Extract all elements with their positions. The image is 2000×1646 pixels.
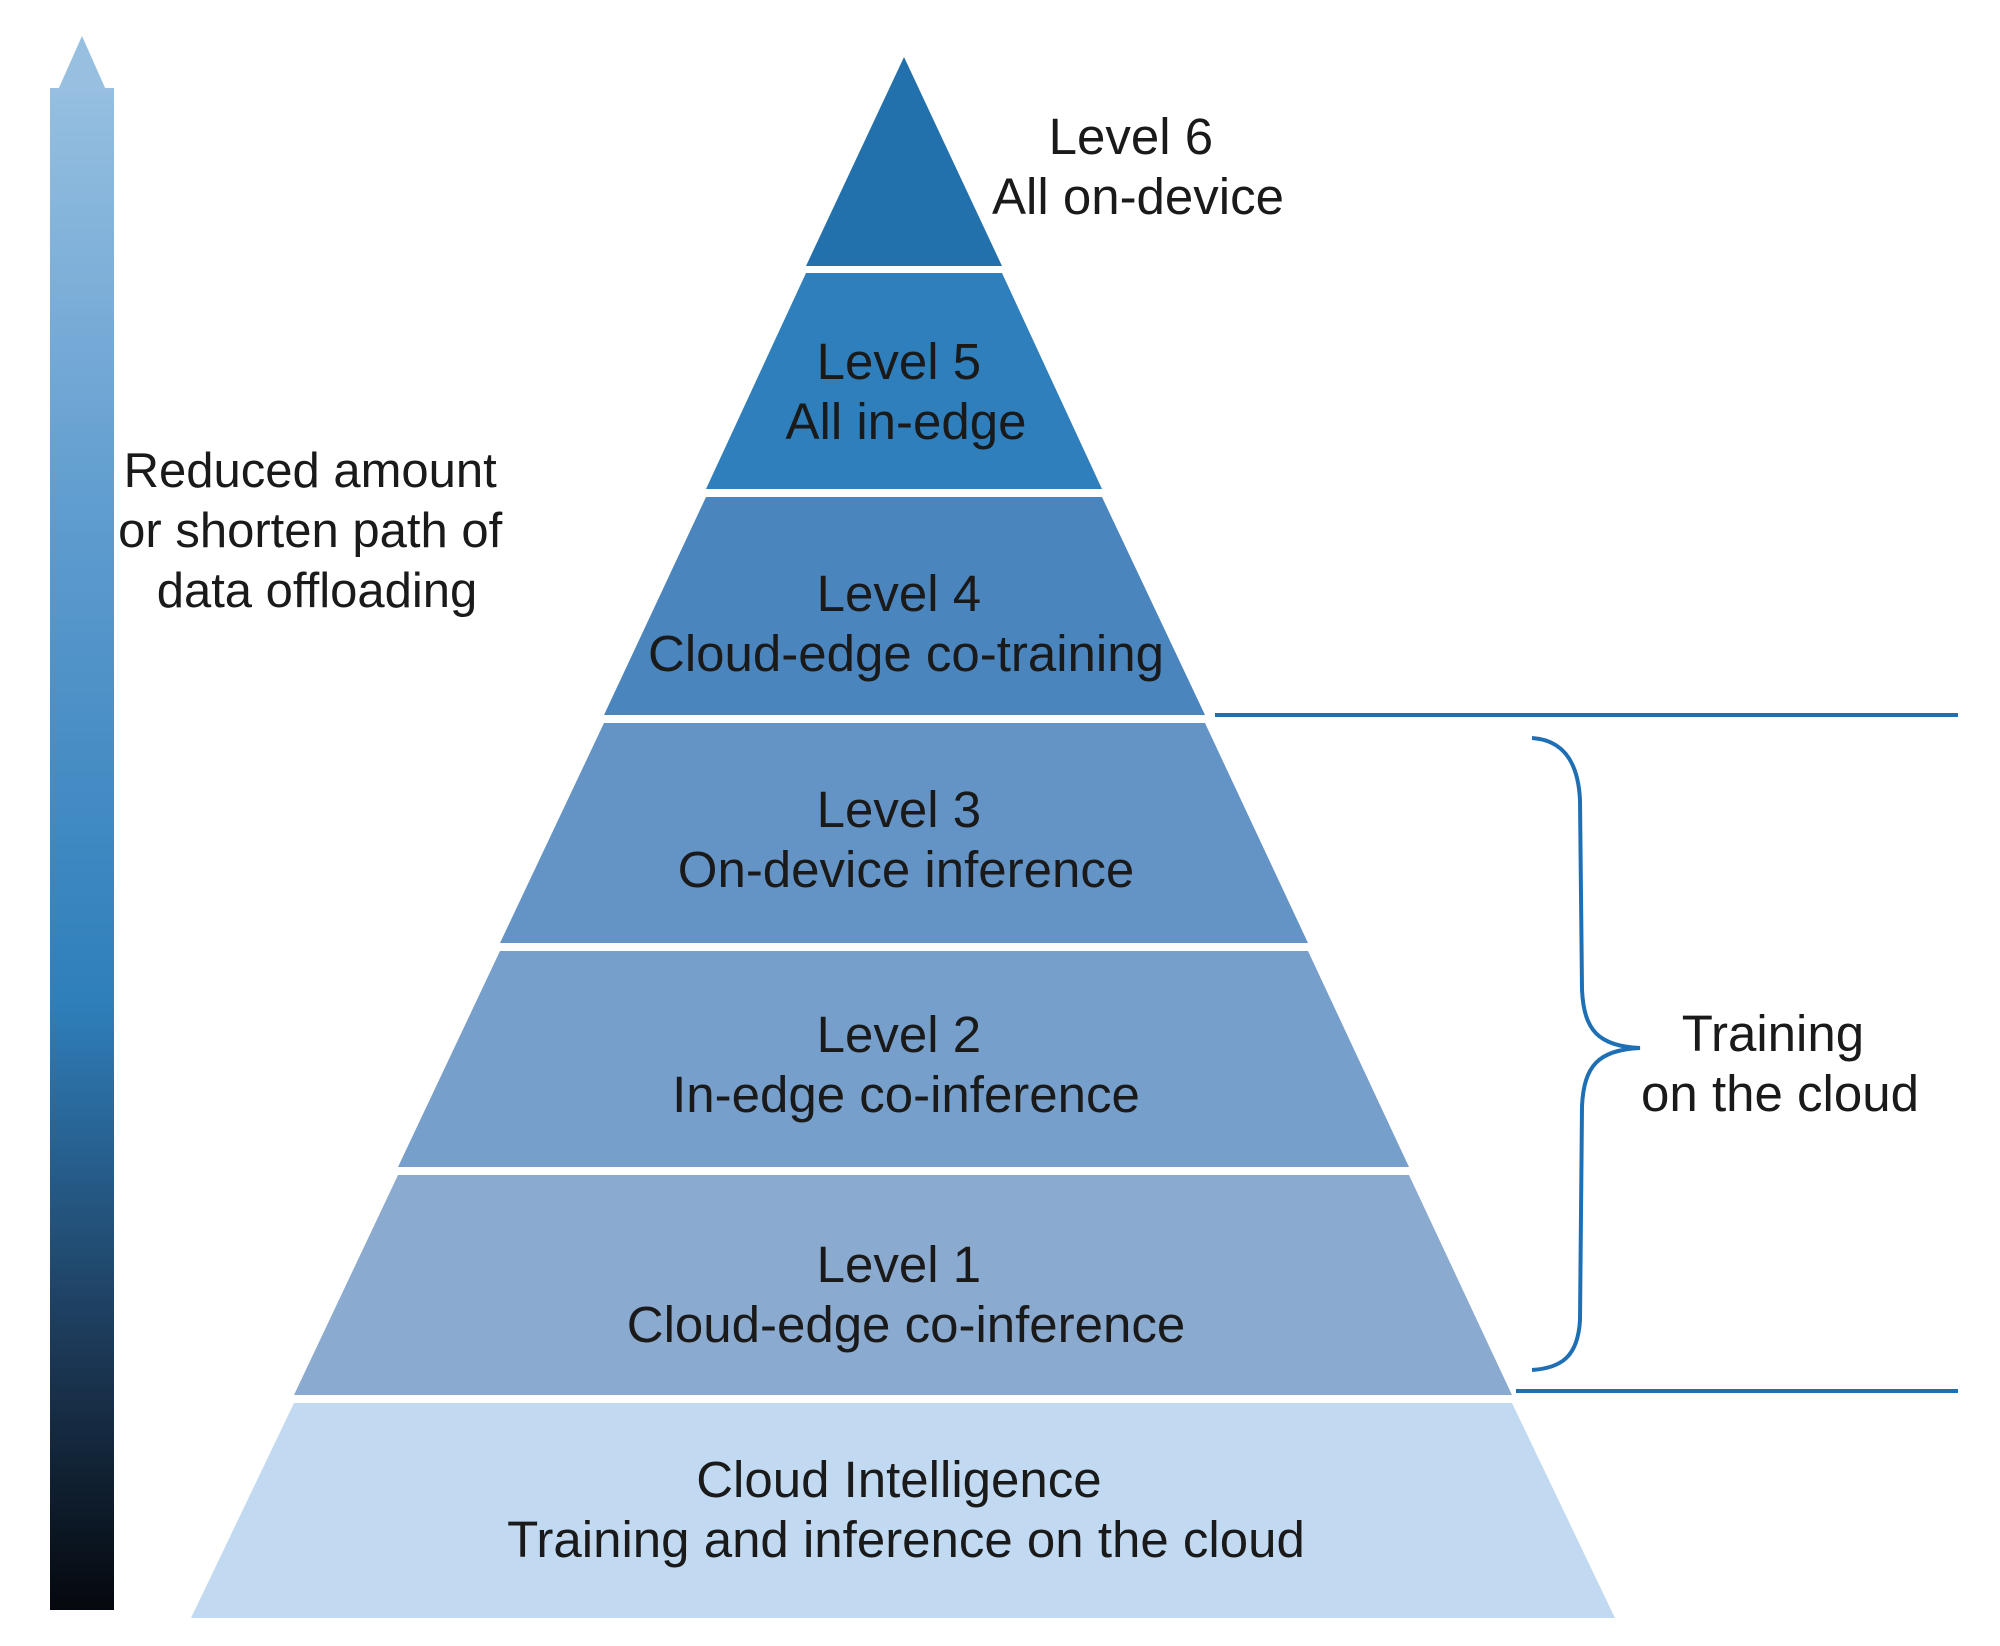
cloud-intelligence-title: Cloud Intelligence xyxy=(696,1451,1101,1508)
level-5-label: Level 5 All in-edge xyxy=(786,333,1027,450)
level-5-title: Level 5 xyxy=(817,333,981,390)
tier-level-3 xyxy=(500,723,1308,943)
level-2-label: Level 2 In-edge co-inference xyxy=(672,1006,1140,1123)
arrow-label-line-2: or shorten path of xyxy=(118,504,502,558)
tier-level-1 xyxy=(294,1175,1512,1395)
arrow-label-line-3: data offloading xyxy=(157,564,478,618)
level-6-label: Level 6 All on-device xyxy=(992,108,1284,225)
level-6-subtitle: All on-device xyxy=(992,168,1284,225)
level-4-subtitle: Cloud-edge co-training xyxy=(648,625,1164,682)
tier-level-2 xyxy=(398,951,1409,1167)
arrow-label: Reduced amount or shorten path of data o… xyxy=(118,444,516,618)
tier-cloud-intelligence xyxy=(191,1403,1615,1618)
bracket-label-line-1: Training xyxy=(1682,1005,1864,1062)
level-4-label: Level 4 Cloud-edge co-training xyxy=(648,565,1164,682)
level-3-subtitle: On-device inference xyxy=(678,841,1134,898)
offloading-arrow xyxy=(50,36,114,1610)
level-3-label: Level 3 On-device inference xyxy=(678,781,1134,898)
pyramid xyxy=(191,57,1615,1618)
level-2-subtitle: In-edge co-inference xyxy=(672,1066,1140,1123)
arrow-head xyxy=(58,36,106,90)
level-1-label: Level 1 Cloud-edge co-inference xyxy=(627,1236,1186,1353)
training-on-cloud-bracket xyxy=(1215,713,1958,1393)
tier-level-4 xyxy=(604,497,1205,715)
bracket-label-line-2: on the cloud xyxy=(1641,1065,1919,1122)
level-2-title: Level 2 xyxy=(817,1006,981,1063)
cloud-intelligence-subtitle: Training and inference on the cloud xyxy=(507,1511,1305,1568)
level-6-title: Level 6 xyxy=(1049,108,1213,165)
arrow-shaft xyxy=(50,88,114,1610)
level-1-subtitle: Cloud-edge co-inference xyxy=(627,1296,1186,1353)
level-4-title: Level 4 xyxy=(817,565,981,622)
level-1-title: Level 1 xyxy=(817,1236,981,1293)
cloud-intelligence-label: Cloud Intelligence Training and inferenc… xyxy=(507,1451,1305,1568)
level-5-subtitle: All in-edge xyxy=(786,393,1027,450)
tier-level-5 xyxy=(706,273,1102,489)
arrow-label-line-1: Reduced amount xyxy=(124,444,498,498)
curly-brace xyxy=(1531,736,1641,1372)
bracket-label: Training on the cloud xyxy=(1641,1005,1919,1122)
tier-level-6 xyxy=(806,57,1002,266)
level-3-title: Level 3 xyxy=(817,781,981,838)
